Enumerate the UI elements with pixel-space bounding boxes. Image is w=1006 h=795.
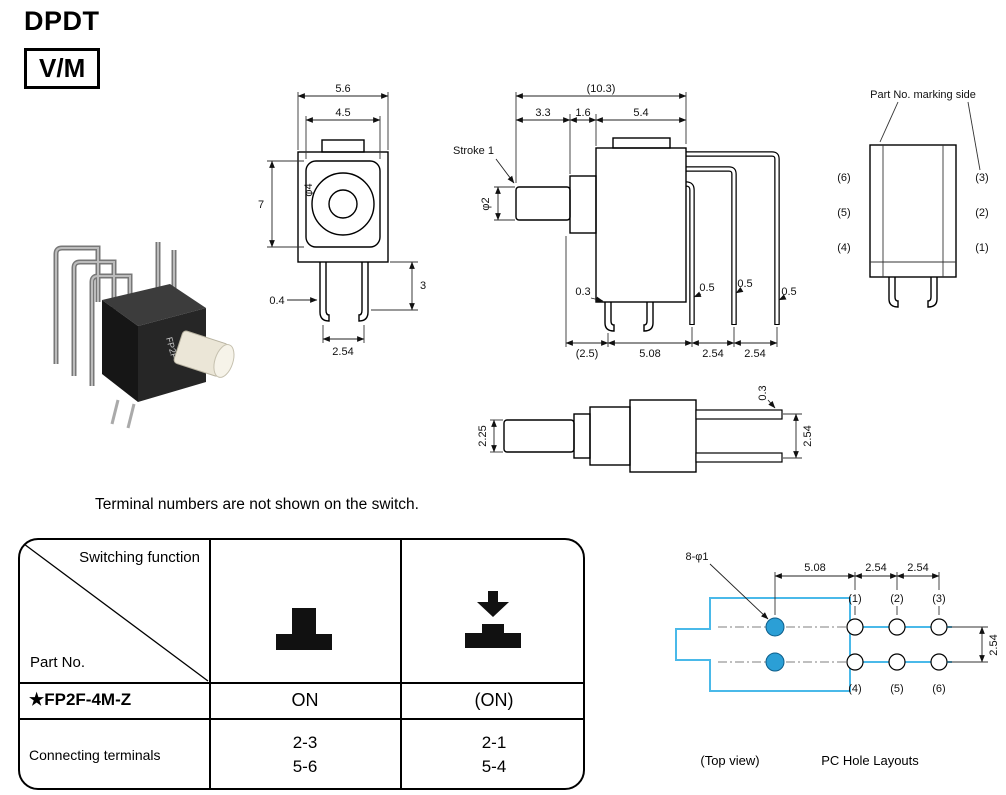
dim-front-inner-height: 7: [258, 199, 264, 211]
dim-side-wire-05a: 0.5: [699, 282, 714, 294]
hole-label-3: (3): [932, 593, 945, 605]
rear-view-body: [869, 144, 957, 308]
dim-side-33: 3.3: [535, 107, 550, 119]
dim-side-wire-05b: 0.5: [737, 278, 752, 290]
dim-bottom-225: 2.25: [477, 425, 489, 446]
dim-front-outer-width: 5.6: [335, 83, 350, 95]
terminals-for-on: 2-3 5-6: [210, 718, 400, 792]
plunger-hole-top: [765, 617, 785, 637]
dim-side-254a: 2.54: [702, 348, 723, 360]
hole-number-labels: (1) (2) (3) (4) (5) (6): [848, 593, 945, 695]
stroke-label: Stroke 1: [453, 145, 494, 157]
terminal-1-label: (1): [975, 242, 988, 254]
hole-label-2: (2): [890, 593, 903, 605]
model-badge: V/M: [24, 48, 101, 89]
side-view-body: [515, 137, 687, 332]
side-view-dimensions: (10.3) 3.3 1.6 5.4 Stroke 1 φ2 0.3 0.5 0…: [453, 83, 797, 360]
front-view-body: [297, 139, 389, 322]
hole-count-label: 8-φ1: [685, 551, 708, 563]
pc-hole-layouts-caption: PC Hole Layouts: [821, 753, 919, 768]
dim-front-inner-width: 4.5: [335, 107, 350, 119]
mounting-holes: [765, 617, 948, 672]
connecting-terminals-label: Connecting terminals: [29, 747, 161, 763]
terminals-on-line1: 2-3: [292, 733, 318, 753]
dim-side-25: (2.5): [576, 348, 599, 360]
dim-side-54: 5.4: [633, 107, 648, 119]
hole-label-5: (5): [890, 683, 903, 695]
dim-side-16: 1.6: [575, 107, 590, 119]
dim-side-total: (10.3): [587, 83, 616, 95]
dim-side-plunger-dia: φ2: [480, 197, 492, 210]
dim-pc-254-vertical: 2.54: [988, 634, 1000, 655]
switch-released-icon: [276, 608, 332, 650]
terminal-2-label: (2): [975, 207, 988, 219]
hole-label-4: (4): [848, 683, 861, 695]
side-view-wires: [685, 151, 780, 325]
dim-side-254b: 2.54: [744, 348, 765, 360]
part-no-marking-side-label: Part No. marking side: [870, 89, 976, 101]
plunger-hole-bottom: [765, 652, 785, 672]
terminal-hole-5: [888, 653, 906, 671]
table-row-divider-2: [20, 718, 583, 720]
rear-view-leaders: [879, 101, 981, 171]
terminal-note: Terminal numbers are not shown on the sw…: [95, 496, 419, 513]
table-diagonal-divider: [23, 543, 209, 682]
dim-side-pin-thickness: 0.3: [575, 286, 590, 298]
bottom-view-body: [503, 399, 783, 473]
table-column-divider-2: [400, 540, 402, 788]
terminal-hole-2: [888, 618, 906, 636]
table-header-switching-function: Switching function: [79, 549, 200, 566]
terminal-hole-4: [846, 653, 864, 671]
dim-front-pin-pitch: 2.54: [332, 346, 353, 358]
table-header-part-no: Part No.: [30, 654, 86, 671]
dim-pc-254b: 2.54: [907, 562, 928, 574]
front-view-dimensions: 5.6 4.5 7 φ4 0.4 3 2.54: [258, 83, 426, 358]
bottom-view-drawing: 2.25 0.3 2.54: [477, 385, 814, 473]
dim-bottom-03: 0.3: [757, 385, 769, 400]
terminal-4-label: (4): [837, 242, 850, 254]
terminals-mom-line2: 5-4: [481, 757, 507, 776]
part-number: ★FP2F-4M-Z: [29, 690, 132, 709]
bottom-view-dimensions: 2.25 0.3 2.54: [477, 385, 814, 459]
switch-position-momentary-on: (ON): [474, 689, 514, 710]
dim-pc-508: 5.08: [804, 562, 825, 574]
dim-side-wire-05c: 0.5: [781, 286, 796, 298]
top-view-caption: (Top view): [700, 753, 759, 768]
pc-hole-dimensions: 5.08 2.54 2.54 8-φ1 2.54: [685, 551, 1000, 663]
switch-footprint-outline: [675, 597, 952, 692]
rear-view-drawing: Part No. marking side (6) (5) (4) (3) (2…: [837, 89, 989, 308]
terminal-hole-1: [846, 618, 864, 636]
table-row-divider-1: [20, 682, 583, 684]
photo-plunger: [173, 330, 235, 378]
table-column-divider-1: [209, 540, 211, 788]
switch-position-on: ON: [291, 689, 319, 710]
dim-bottom-254: 2.54: [802, 425, 814, 446]
dim-front-pin-length: 3: [420, 280, 426, 292]
front-view-drawing: 5.6 4.5 7 φ4 0.4 3 2.54: [258, 83, 426, 358]
dim-front-pin-width: 0.4: [269, 295, 284, 307]
dim-pc-254a: 2.54: [865, 562, 886, 574]
side-view-drawing: (10.3) 3.3 1.6 5.4 Stroke 1 φ2 0.3 0.5 0…: [453, 83, 797, 360]
switching-function-table: Switching function Part No. ★FP2F-4M-Z O…: [18, 538, 585, 790]
dim-front-button-diameter: φ4: [303, 183, 315, 196]
terminals-on-line2: 5-6: [292, 757, 318, 776]
product-photo: FP2F: [53, 242, 235, 429]
terminals-for-momentary-on: 2-1 5-4: [401, 718, 587, 792]
terminal-hole-6: [930, 653, 948, 671]
pc-hole-layout: 5.08 2.54 2.54 8-φ1 2.54 (1) (2) (3) (4): [675, 551, 1000, 768]
rear-view-terminal-labels: (6) (5) (4) (3) (2) (1): [837, 172, 988, 254]
hole-centerlines: [718, 626, 966, 663]
switch-pressed-icon: [465, 591, 521, 648]
terminal-hole-3: [930, 618, 948, 636]
page-title: DPDT: [24, 6, 100, 36]
terminal-5-label: (5): [837, 207, 850, 219]
dim-side-508: 5.08: [639, 348, 660, 360]
hole-label-6: (6): [932, 683, 945, 695]
terminal-6-label: (6): [837, 172, 850, 184]
terminal-3-label: (3): [975, 172, 988, 184]
hole-label-1: (1): [848, 593, 861, 605]
terminals-mom-line1: 2-1: [481, 733, 507, 753]
photo-wires: [53, 242, 177, 386]
